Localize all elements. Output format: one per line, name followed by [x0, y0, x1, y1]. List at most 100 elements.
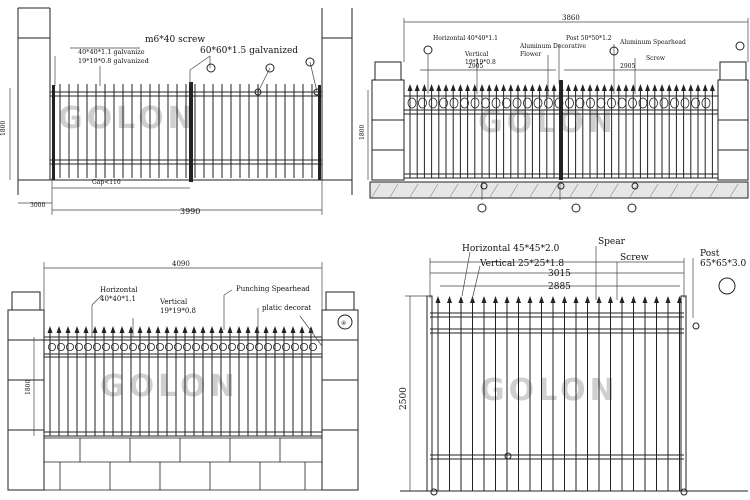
- spearhead: [573, 296, 579, 303]
- watermark: GOLON: [100, 369, 239, 404]
- svg-text:④: ④: [341, 320, 346, 327]
- label-post: Post: [700, 249, 720, 259]
- spearhead: [673, 84, 679, 91]
- ring-ornament: [281, 342, 290, 351]
- spearhead: [290, 326, 296, 333]
- spearhead: [65, 326, 71, 333]
- ring-ornament: [308, 342, 317, 351]
- left-pillar: [17, 7, 51, 195]
- ring-ornament: [146, 342, 155, 351]
- ring-ornament: [111, 342, 120, 351]
- ring-ornament: [66, 342, 75, 351]
- label-post-size: 65*65*3.0: [700, 259, 746, 269]
- left-pillar: [371, 61, 405, 181]
- dim-outer: 3015: [548, 269, 571, 279]
- ring-ornament: [263, 342, 272, 351]
- spearhead: [281, 326, 287, 333]
- flower-ornament: [565, 97, 574, 109]
- flower-ornament: [428, 97, 438, 109]
- ring-ornament: [93, 342, 102, 351]
- label-flower: Flower: [520, 51, 541, 58]
- spearhead: [429, 84, 435, 91]
- spearhead: [119, 326, 125, 333]
- flower-ornament: [659, 97, 669, 109]
- fence-elevation-bottom-left: GOLON: [7, 260, 359, 491]
- spearhead: [254, 326, 260, 333]
- spearhead: [601, 84, 607, 91]
- ring-ornament: [218, 342, 227, 351]
- ring-ornament: [272, 342, 281, 351]
- spearhead: [414, 84, 420, 91]
- ring-ornament: [236, 342, 245, 351]
- label-decorative: platic decorat: [262, 304, 311, 312]
- watermark: GOLON: [480, 373, 619, 408]
- flower-ornament: [533, 97, 543, 109]
- dimension-lines: [367, 18, 749, 200]
- spearhead: [616, 84, 622, 91]
- spearhead: [504, 296, 510, 303]
- spearhead: [227, 326, 233, 333]
- spearhead: [585, 296, 590, 303]
- label-vertical: Vertical: [464, 51, 488, 58]
- dim-height: 1800: [25, 380, 32, 395]
- spearhead: [272, 326, 278, 333]
- label-post: Post 50*50*1.2: [566, 35, 612, 42]
- spearhead: [695, 84, 701, 91]
- flower-ornament: [649, 97, 658, 109]
- label-horizontal: Horizontal: [100, 286, 138, 294]
- dim-inner: 2885: [548, 282, 571, 292]
- label-spearhead: Aluminum Spearhead: [619, 39, 686, 46]
- spearhead: [642, 296, 648, 303]
- right-pillar: [321, 291, 359, 491]
- label-horizontal: 40*40*1.1 galvanize: [78, 48, 145, 56]
- spearhead: [623, 84, 629, 91]
- ring-ornament: [182, 342, 191, 351]
- label-vertical: Vertical: [159, 298, 188, 306]
- spearhead: [594, 84, 600, 91]
- ring-ornament: [102, 342, 111, 351]
- horizontal-rails: [44, 336, 322, 437]
- dim-total: 4090: [172, 260, 190, 268]
- fence-elevation-bottom-right: GOLON: [399, 237, 748, 496]
- spearhead: [146, 326, 152, 333]
- label-post: 60*60*1.5 galvanized: [200, 46, 298, 56]
- vertical-pickets: [407, 84, 715, 178]
- spearhead: [539, 296, 544, 303]
- ring-ornament: [245, 342, 254, 351]
- spearhead: [447, 296, 452, 303]
- spearhead: [677, 296, 682, 303]
- spearhead: [110, 326, 116, 333]
- ring-ornament: [299, 342, 308, 351]
- spearhead: [182, 326, 188, 333]
- spearhead: [709, 84, 715, 91]
- ring-ornament: [200, 342, 209, 351]
- label-horizontal: Horizontal 40*40*1.1: [433, 35, 498, 42]
- spearhead: [550, 296, 556, 303]
- spearhead: [128, 326, 134, 333]
- spearhead: [479, 84, 485, 91]
- dim-total: 3990: [180, 207, 200, 216]
- spearhead: [587, 84, 593, 91]
- spearhead: [308, 326, 314, 333]
- spearhead: [47, 326, 53, 333]
- flower-ornament: [439, 97, 448, 109]
- spearhead: [92, 326, 98, 333]
- spearhead: [173, 326, 179, 333]
- dimension-lines: [405, 246, 694, 491]
- ring-ornament: [75, 342, 84, 351]
- label-spear: Spear: [598, 237, 626, 247]
- spearhead: [457, 84, 463, 91]
- spearhead: [637, 84, 643, 91]
- ring-ornament: [290, 342, 299, 351]
- dim-right: 2905: [620, 63, 635, 70]
- dimension-lines: [33, 262, 323, 436]
- label-vertical: Vertical 25*25*1.8: [479, 259, 564, 269]
- dim-height: 1800: [359, 125, 366, 140]
- spearhead: [631, 296, 636, 303]
- spearhead: [299, 326, 305, 333]
- ring-ornament: [120, 342, 129, 351]
- spearhead: [659, 84, 665, 91]
- flower-ornament: [449, 97, 459, 109]
- label-vertical-size: 19*19*0.8: [465, 59, 496, 66]
- ring-ornament: [57, 342, 66, 351]
